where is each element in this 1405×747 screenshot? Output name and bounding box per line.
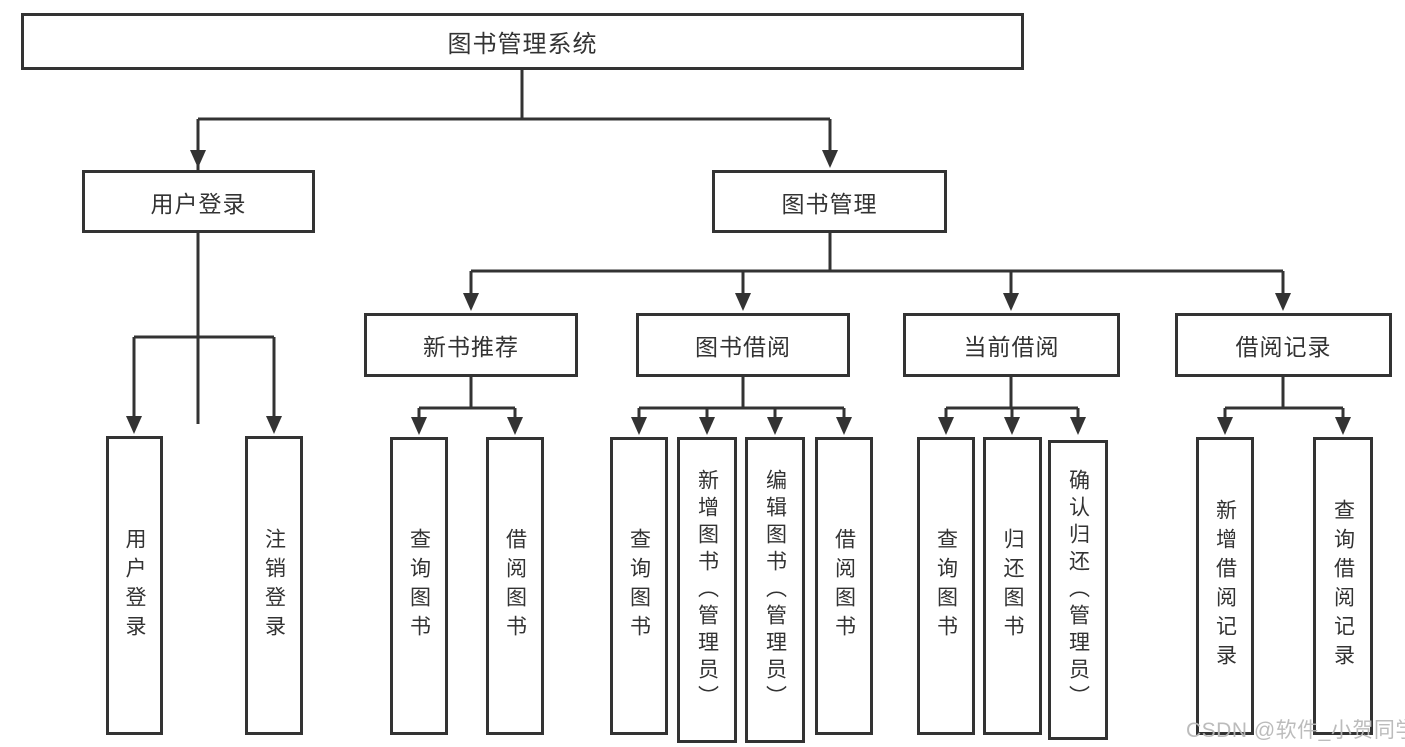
leaf-query-books-recommend: 查询图书	[390, 437, 448, 735]
leaf-user-login: 用户登录	[106, 436, 163, 735]
leaf-query-books-current: 查询图书	[917, 437, 975, 735]
node-current-borrowing: 当前借阅	[903, 313, 1120, 377]
leaf-return-book: 归还图书	[983, 437, 1042, 735]
node-book-management: 图书管理	[712, 170, 947, 233]
leaf-edit-book-admin: 编辑图书（管理员）	[745, 437, 805, 743]
node-user-login: 用户登录	[82, 170, 315, 233]
node-book-borrowing: 图书借阅	[636, 313, 850, 377]
node-new-book-recommendation: 新书推荐	[364, 313, 578, 377]
leaf-query-books-borrow: 查询图书	[610, 437, 668, 735]
node-borrowing-records: 借阅记录	[1175, 313, 1392, 377]
leaf-add-book-admin: 新增图书（管理员）	[677, 437, 737, 743]
leaf-confirm-return-admin: 确认归还（管理员）	[1048, 440, 1108, 740]
leaf-add-borrow-record: 新增借阅记录	[1196, 437, 1254, 735]
leaf-borrow-books-recommend: 借阅图书	[486, 437, 544, 735]
leaf-query-borrow-record: 查询借阅记录	[1313, 437, 1373, 735]
node-library-management-system: 图书管理系统	[21, 13, 1024, 70]
csdn-watermark: CSDN @软件_小贺同学	[1186, 719, 1405, 742]
leaf-borrow-books: 借阅图书	[815, 437, 873, 735]
leaf-logout: 注销登录	[245, 436, 303, 735]
